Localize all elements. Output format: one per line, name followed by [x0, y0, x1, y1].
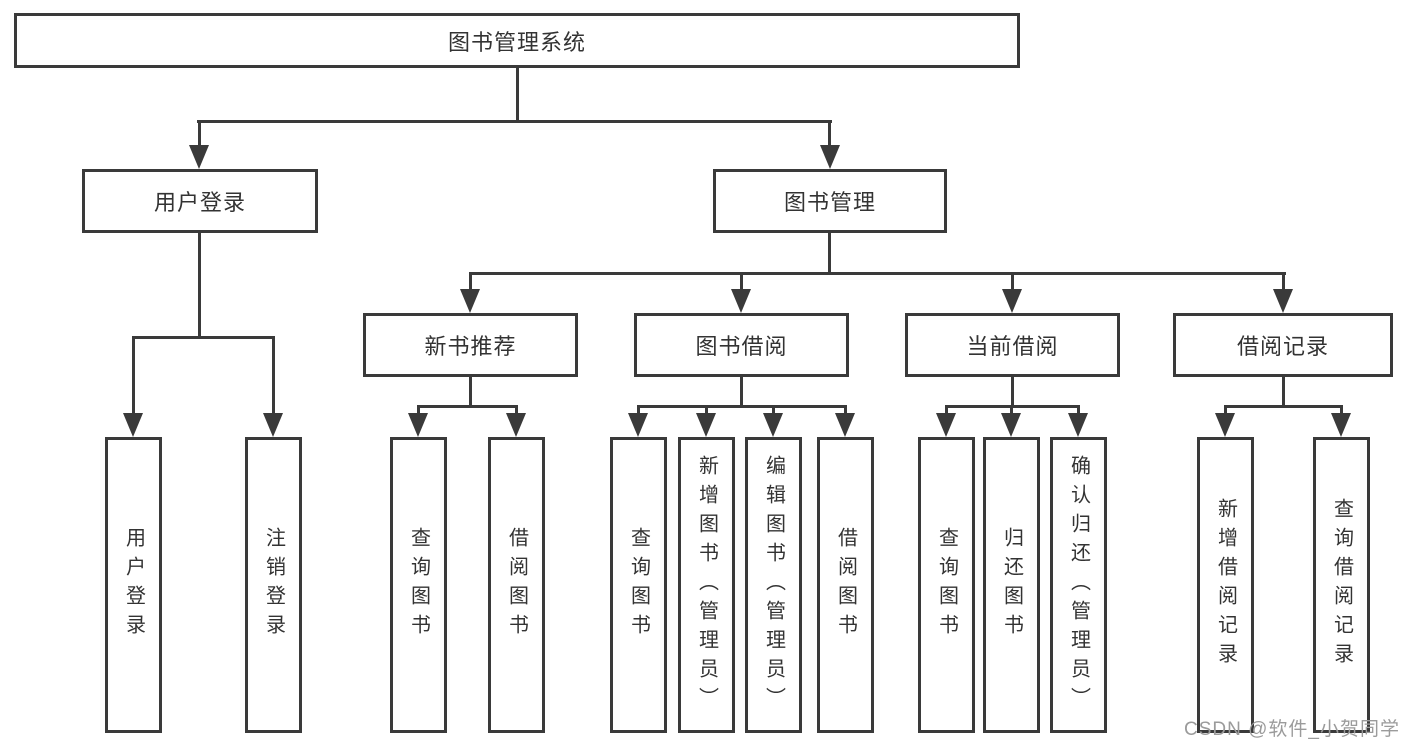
- connector: [740, 377, 743, 405]
- arrowhead-icon: [696, 413, 716, 437]
- node-current-borrow: 当前借阅: [905, 313, 1120, 377]
- leaf-edit-books-admin: 编辑图书（管理员）: [745, 437, 802, 733]
- node-label: 用户登录: [153, 190, 246, 215]
- leaf-add-borrow-record: 新增借阅记录: [1197, 437, 1254, 733]
- node-book-management: 图书管理: [713, 169, 947, 233]
- node-label: 当前借阅: [966, 334, 1059, 359]
- connector: [1077, 405, 1080, 415]
- connector: [272, 336, 275, 415]
- arrowhead-icon: [763, 413, 783, 437]
- arrowhead-icon: [820, 145, 840, 169]
- node-label: 查询图书: [407, 527, 430, 643]
- connector: [132, 336, 135, 415]
- leaf-borrow-books: 借阅图书: [817, 437, 874, 733]
- node-label: 用户登录: [122, 527, 145, 643]
- arrowhead-icon: [506, 413, 526, 437]
- connector: [516, 68, 519, 120]
- arrowhead-icon: [408, 413, 428, 437]
- connector: [772, 405, 775, 415]
- arrowhead-icon: [628, 413, 648, 437]
- arrowhead-icon: [1001, 413, 1021, 437]
- arrowhead-icon: [263, 413, 283, 437]
- node-label: 借阅图书: [505, 527, 528, 643]
- arrowhead-icon: [936, 413, 956, 437]
- connector: [469, 377, 472, 405]
- leaf-query-books-recommend: 查询图书: [390, 437, 447, 733]
- node-label: 借阅记录: [1236, 334, 1329, 359]
- leaf-query-books-current: 查询图书: [918, 437, 975, 733]
- connector: [740, 272, 743, 291]
- connector: [1010, 405, 1013, 415]
- connector: [705, 405, 708, 415]
- node-label: 图书管理: [783, 190, 876, 215]
- watermark: CSDN @软件_小贺同学: [1184, 719, 1400, 740]
- node-book-borrow: 图书借阅: [634, 313, 849, 377]
- node-label: 图书管理系统: [447, 29, 586, 55]
- node-new-book-recommend: 新书推荐: [363, 313, 578, 377]
- connector: [1224, 405, 1343, 408]
- leaf-query-borrow-record: 查询借阅记录: [1313, 437, 1370, 733]
- connector: [197, 120, 832, 123]
- connector: [637, 405, 640, 415]
- connector: [417, 405, 420, 415]
- connector: [469, 272, 1286, 275]
- connector: [828, 120, 831, 147]
- node-root: 图书管理系统: [14, 13, 1020, 68]
- connector: [132, 336, 275, 339]
- connector: [198, 120, 201, 147]
- node-label: 注销登录: [262, 527, 285, 643]
- connector: [945, 405, 948, 415]
- connector: [637, 405, 847, 408]
- leaf-user-login: 用户登录: [105, 437, 162, 733]
- arrowhead-icon: [835, 413, 855, 437]
- connector: [1011, 377, 1014, 405]
- leaf-borrow-books-recommend: 借阅图书: [488, 437, 545, 733]
- node-label: 图书借阅: [695, 334, 788, 359]
- node-label: 确认归还（管理员）: [1067, 454, 1090, 716]
- node-user-login: 用户登录: [82, 169, 318, 233]
- arrowhead-icon: [123, 413, 143, 437]
- connector: [515, 405, 518, 415]
- node-label: 查询借阅记录: [1330, 498, 1353, 672]
- node-label: 借阅图书: [834, 527, 857, 643]
- arrowhead-icon: [1068, 413, 1088, 437]
- connector: [1282, 377, 1285, 405]
- arrowhead-icon: [189, 145, 209, 169]
- connector: [469, 272, 472, 291]
- node-borrow-records: 借阅记录: [1173, 313, 1393, 377]
- connector: [1340, 405, 1343, 415]
- node-label: 查询图书: [935, 527, 958, 643]
- leaf-add-books-admin: 新增图书（管理员）: [678, 437, 735, 733]
- leaf-logout: 注销登录: [245, 437, 302, 733]
- arrowhead-icon: [1002, 289, 1022, 313]
- node-label: 查询图书: [627, 527, 650, 643]
- node-label: 编辑图书（管理员）: [762, 454, 785, 716]
- node-label: 归还图书: [1000, 527, 1023, 643]
- leaf-confirm-return-admin: 确认归还（管理员）: [1050, 437, 1107, 733]
- arrowhead-icon: [1331, 413, 1351, 437]
- connector: [844, 405, 847, 415]
- arrowhead-icon: [1273, 289, 1293, 313]
- connector: [828, 233, 831, 272]
- arrowhead-icon: [460, 289, 480, 313]
- arrowhead-icon: [731, 289, 751, 313]
- connector: [1011, 272, 1014, 291]
- node-label: 新增图书（管理员）: [695, 454, 718, 716]
- leaf-query-books-borrow: 查询图书: [610, 437, 667, 733]
- leaf-return-books: 归还图书: [983, 437, 1040, 733]
- connector: [1282, 272, 1285, 291]
- connector: [1224, 405, 1227, 415]
- node-label: 新增借阅记录: [1214, 498, 1237, 672]
- arrowhead-icon: [1215, 413, 1235, 437]
- connector: [198, 233, 201, 336]
- node-label: 新书推荐: [424, 334, 517, 359]
- connector: [417, 405, 518, 408]
